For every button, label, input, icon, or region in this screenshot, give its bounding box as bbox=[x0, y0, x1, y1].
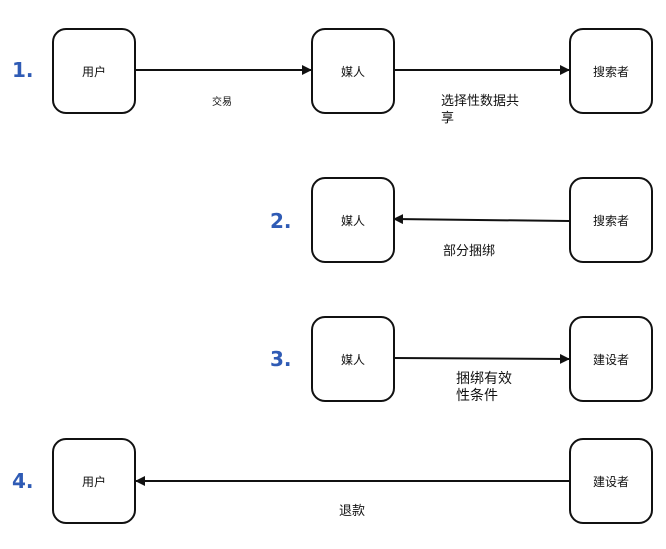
node-label: 建设者 bbox=[592, 474, 629, 489]
node-label: 媒人 bbox=[340, 352, 365, 367]
node-matchmaker-row1: 媒人 bbox=[311, 28, 395, 114]
node-label: 搜索者 bbox=[592, 213, 629, 228]
node-label: 搜索者 bbox=[592, 64, 629, 79]
node-user-row4: 用户 bbox=[52, 438, 136, 524]
edge-searcher-to-matchmaker bbox=[393, 214, 570, 225]
node-label: 用户 bbox=[81, 64, 106, 79]
edge-label-bundle-validity: 捆绑有效性条件 bbox=[456, 371, 512, 404]
node-user-row1: 用户 bbox=[52, 28, 136, 114]
node-builder-row3: 建设者 bbox=[569, 316, 653, 402]
node-label: 媒人 bbox=[340, 64, 365, 79]
node-label: 用户 bbox=[81, 474, 106, 489]
edge-label-refund: 退款 bbox=[339, 504, 366, 519]
step-number-2: 2. bbox=[270, 209, 292, 233]
node-matchmaker-row2: 媒人 bbox=[311, 177, 395, 263]
node-label: 建设者 bbox=[592, 352, 629, 367]
edge-matchmaker-to-builder bbox=[392, 353, 570, 364]
step-number-3: 3. bbox=[270, 347, 292, 371]
edge-label-partial-bundle: 部分捆绑 bbox=[443, 244, 496, 259]
edge-label-transaction: 交易 bbox=[212, 97, 232, 108]
node-builder-row4: 建设者 bbox=[569, 438, 653, 524]
step-number-1: 1. bbox=[12, 58, 34, 82]
node-searcher-row1: 搜索者 bbox=[569, 28, 653, 114]
edge-label-selective-data-sharing: 选择性数据共享 bbox=[441, 94, 520, 126]
node-label: 媒人 bbox=[340, 213, 365, 228]
node-matchmaker-row3: 媒人 bbox=[311, 316, 395, 402]
node-searcher-row2: 搜索者 bbox=[569, 177, 653, 263]
step-number-4: 4. bbox=[12, 469, 34, 493]
